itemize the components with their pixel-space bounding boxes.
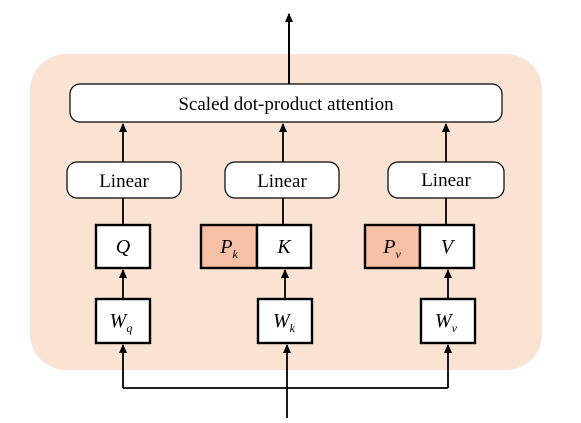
linear-q-box (66, 161, 182, 199)
v-block: V (418, 223, 476, 270)
k-block: K (255, 223, 313, 270)
wk-box (256, 297, 314, 345)
wv-block: Wv (419, 297, 477, 345)
pk-box (199, 223, 259, 270)
v-box (418, 223, 476, 270)
attention-box (69, 83, 503, 123)
pk-sub: k (232, 247, 238, 261)
background-panel (30, 54, 542, 370)
wv-box (419, 297, 477, 345)
wk-label: Wk (273, 310, 296, 335)
pv-sub: v (395, 247, 401, 261)
linear-q-block: Linear (66, 161, 182, 199)
wv-label: Wv (435, 310, 458, 335)
k-label: K (276, 236, 292, 258)
linear-v-block: Linear (387, 161, 505, 199)
wk-block: Wk (256, 297, 314, 345)
pk-block: Pk (199, 223, 259, 270)
linear-q-label: Linear (99, 171, 149, 192)
q-label: Q (116, 236, 131, 258)
wv-sub: v (452, 321, 458, 335)
attention-label: Scaled dot-product attention (178, 94, 394, 115)
wq-main: W (110, 310, 129, 332)
pk-label: Pk (219, 236, 238, 261)
pk-main: P (219, 236, 232, 258)
pv-block: Pv (363, 223, 422, 270)
pv-main: P (382, 236, 395, 258)
pv-label: Pv (382, 236, 401, 261)
linear-k-label: Linear (257, 171, 307, 192)
linear-k-box (224, 161, 340, 199)
wq-label: Wq (110, 310, 133, 335)
wq-box (94, 297, 152, 345)
v-label: V (441, 236, 456, 258)
wq-block: Wq (94, 297, 152, 345)
attention-block: Scaled dot-product attention (69, 83, 503, 123)
wq-sub: q (126, 321, 132, 335)
q-box (94, 223, 152, 270)
linear-k-block: Linear (224, 161, 340, 199)
wk-main: W (273, 310, 292, 332)
wk-sub: k (290, 321, 296, 335)
k-box (255, 223, 313, 270)
q-block: Q (94, 223, 152, 270)
wv-main: W (435, 310, 454, 332)
linear-v-label: Linear (421, 170, 471, 191)
